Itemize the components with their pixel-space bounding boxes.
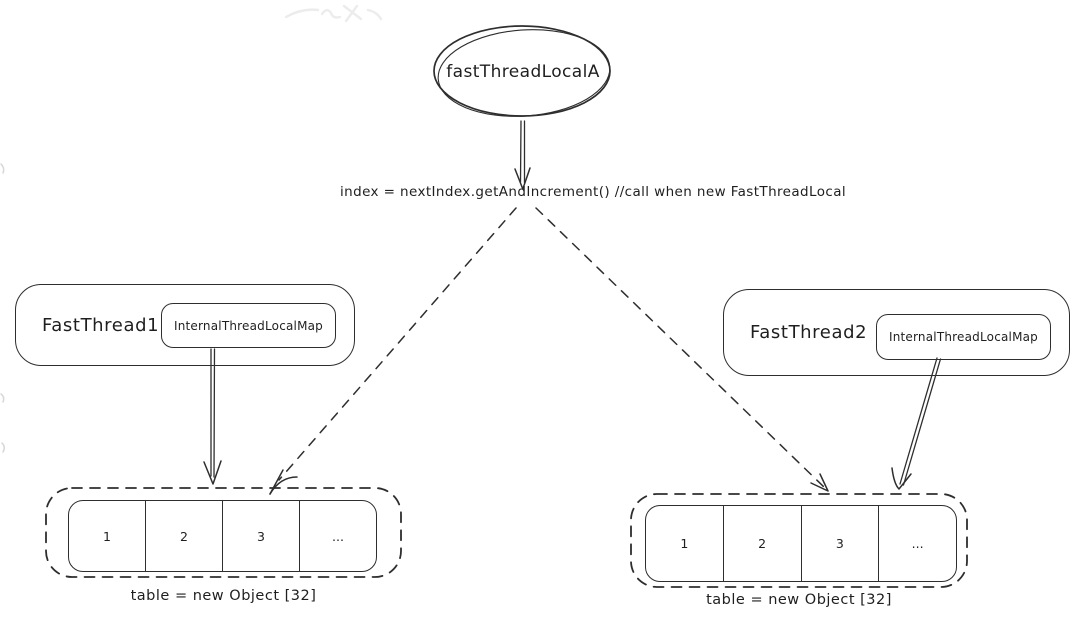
thread2-map-label: InternalThreadLocalMap xyxy=(888,330,1039,344)
table2-caption: table = new Object [32] xyxy=(706,592,892,608)
table1-cell-1: 1 xyxy=(69,501,146,571)
arrow-root-to-annotation xyxy=(514,120,531,190)
table2-cell-more: ... xyxy=(911,536,924,551)
table1-cell-more: ... xyxy=(332,528,344,544)
table2-dashed-outline xyxy=(630,493,968,588)
thread2-name: FastThread2 xyxy=(750,322,868,343)
thread2-map-box: InternalThreadLocalMap xyxy=(876,314,1051,360)
thread1-map-label: InternalThreadLocalMap xyxy=(173,318,324,333)
table1-caption: table = new Object [32] xyxy=(130,588,317,604)
arrow-annotation-to-table2 xyxy=(535,207,829,492)
annotation-text: index = nextIndex.getAndIncrement() //ca… xyxy=(340,184,847,200)
thread1-name: FastThread1 xyxy=(42,314,160,336)
table2-cell-2: 2 xyxy=(724,506,802,581)
table2-cell-3: 3 xyxy=(802,506,880,581)
table1-cell-3: 3 xyxy=(223,501,300,571)
table2-array: 1 2 3 ... xyxy=(645,505,957,582)
root-node-label: fastThreadLocalA xyxy=(446,62,600,82)
table2-cell-1: 1 xyxy=(646,506,724,581)
thread1-map-box: InternalThreadLocalMap xyxy=(161,303,336,348)
table1-cell-2: 2 xyxy=(146,501,223,571)
arrow-map2-to-table2 xyxy=(891,357,942,490)
arrow-annotation-to-table1 xyxy=(269,207,517,495)
table1-array: 1 2 3 ... xyxy=(68,500,377,572)
root-node-ellipse xyxy=(433,25,611,117)
left-edge-marks xyxy=(0,163,6,453)
arrow-map1-to-table1 xyxy=(203,348,222,485)
watermark-scribble xyxy=(284,4,383,23)
thread2-box: FastThread2 InternalThreadLocalMap xyxy=(723,289,1070,376)
table1-dashed-outline xyxy=(45,487,402,578)
thread1-box: FastThread1 InternalThreadLocalMap xyxy=(15,284,355,366)
